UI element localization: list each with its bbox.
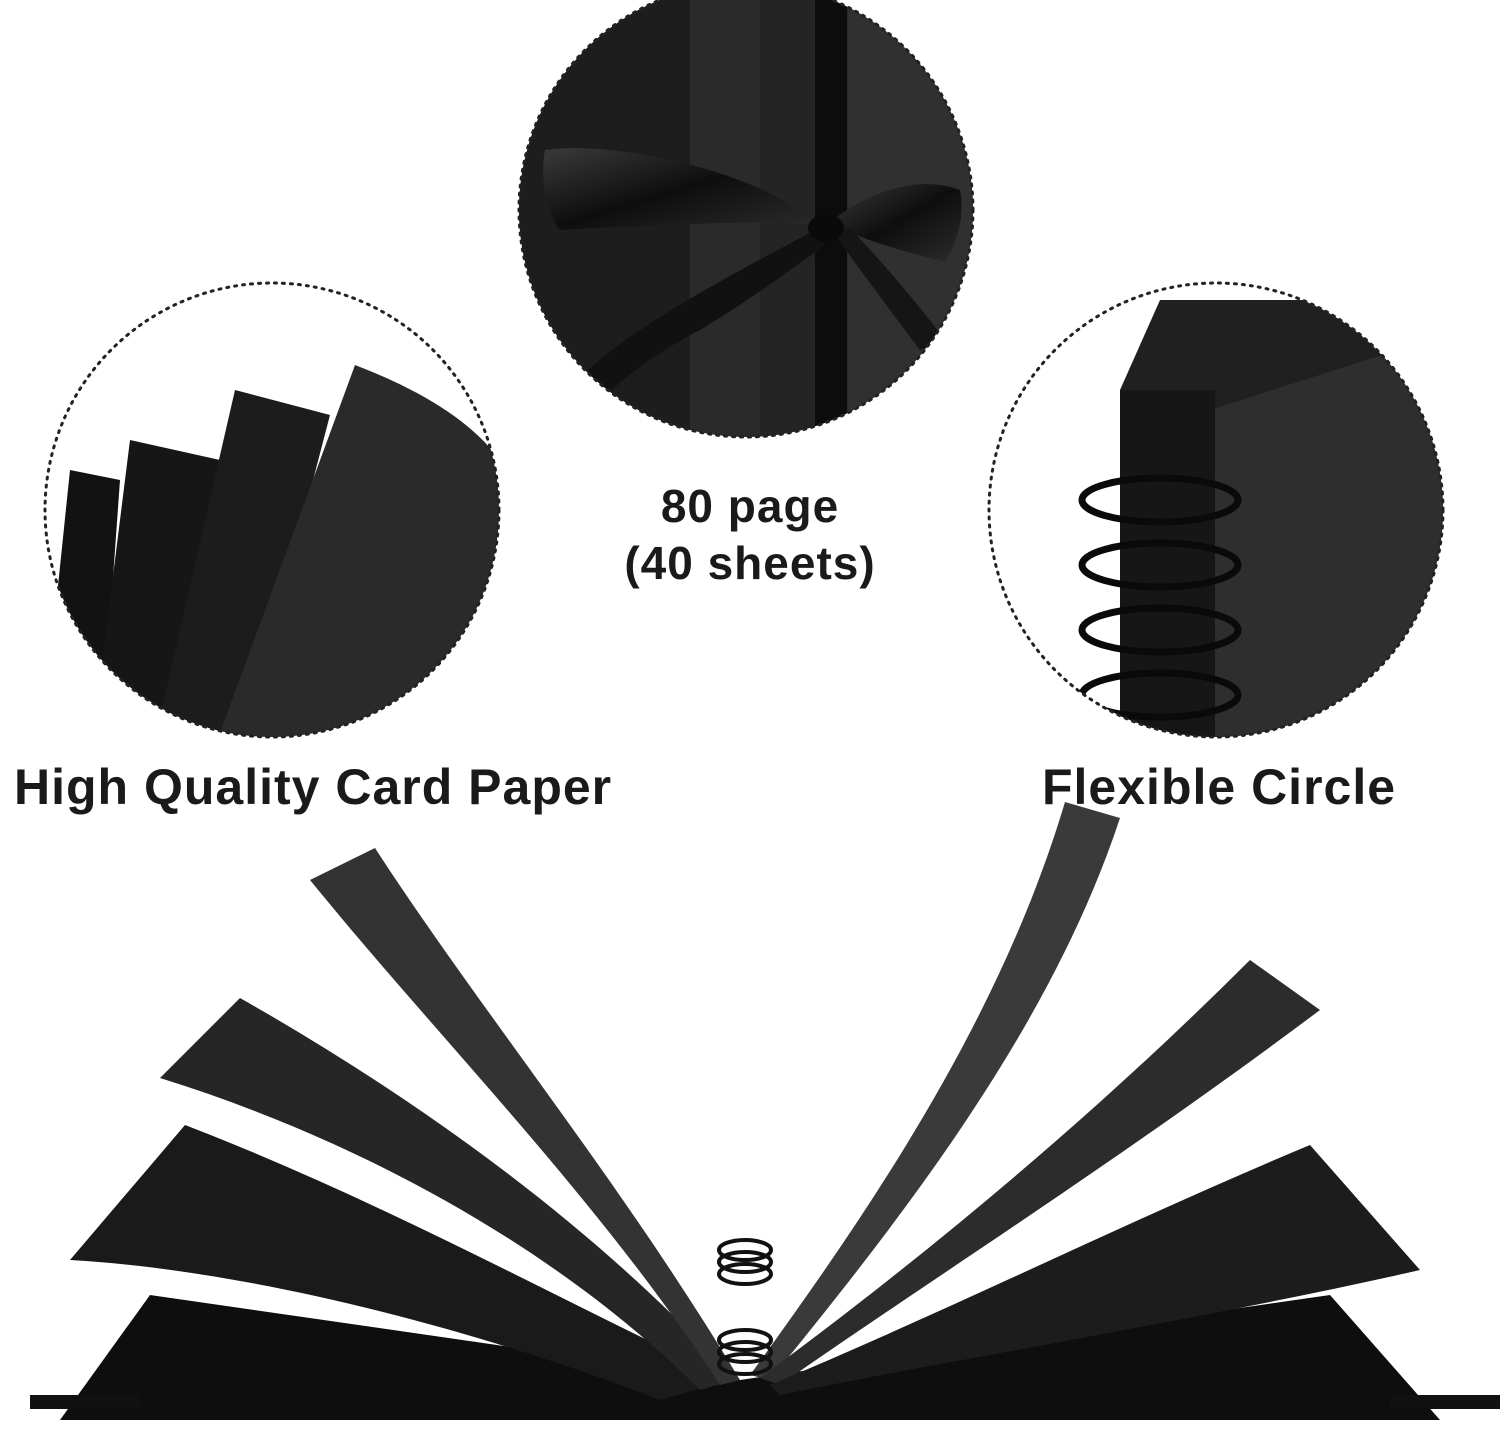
pages-caption: 80 page (40 sheets): [560, 478, 940, 592]
right-page-low: [770, 1145, 1420, 1395]
card-paper-circle: [43, 281, 501, 739]
album-cover: [60, 1295, 1440, 1420]
left-page-high: [310, 848, 740, 1385]
ribbon-tail-right: [835, 228, 945, 350]
ribbon-circle-border: [517, 0, 975, 439]
paper-sheet-3: [150, 390, 330, 737]
paper-caption: High Quality Card Paper: [14, 759, 613, 815]
right-page-tall: [750, 802, 1120, 1380]
paper-circle-border: [43, 281, 501, 739]
circle-caption: Flexible Circle: [1042, 759, 1397, 815]
spiral-circle-border: [987, 281, 1445, 739]
ribbon-bow-left-loop: [543, 148, 818, 230]
spiral-rings: [1078, 474, 1242, 721]
ribbon-end-left: [30, 1395, 140, 1409]
left-page-low: [70, 1125, 730, 1400]
ribbon-tail-left: [560, 230, 825, 410]
spiral-binding-circle: [987, 281, 1445, 739]
pages-caption-line2: (40 sheets): [624, 537, 876, 589]
pages-caption-line1: 80 page: [660, 480, 840, 532]
ribbon-end-right: [1390, 1395, 1500, 1409]
open-album: [30, 802, 1500, 1420]
binding-rings: [717, 1238, 773, 1376]
right-page-mid: [760, 960, 1320, 1385]
ribbon-bow-right-loop: [830, 184, 962, 262]
left-page-mid: [160, 998, 735, 1390]
ribbon-detail-circle: [517, 0, 975, 439]
